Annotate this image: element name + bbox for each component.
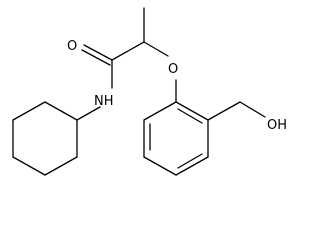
bond-nitrogen-cyclohexyl [76,106,101,121]
amide-nitrogen-label: NH [94,94,114,109]
benzene-bond-1 [175,101,209,121]
benzene-bond-6 [143,101,177,121]
cyclohexyl-bond-3 [12,156,46,176]
bond-ring-ch2 [207,101,241,121]
bond-carbonyl-double-b [81,49,111,66]
cyclohexyl-bond-5 [12,101,46,121]
cyclohexyl-bond-6 [44,101,78,121]
benzene-double-2 [177,153,203,169]
benzene-double-1 [177,108,203,124]
cyclohexyl-bond-2 [44,156,78,176]
molecule-canvas: O O NH OH [12,7,287,176]
ether-oxygen-label: O [168,62,178,77]
bond-carbonyl-double-a [83,44,113,61]
carbonyl-oxygen-label: O [67,39,77,54]
molecule-structure: O O NH OH [12,7,287,176]
bond-alpha-ether-oxygen [143,41,169,57]
bond-ch2-oh [239,101,266,118]
benzene-bond-3 [175,156,209,176]
hydroxyl-label: OH [267,118,287,133]
benzene-bond-4 [143,156,177,176]
bond-alpha-carbonyl [111,41,145,61]
